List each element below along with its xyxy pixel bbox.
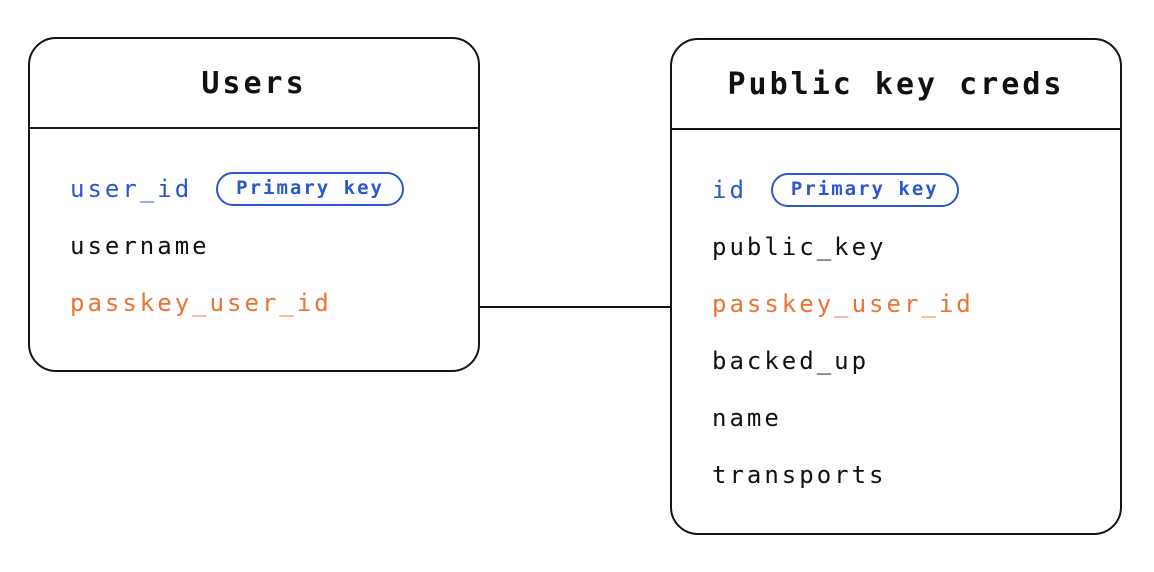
field-row-id: id Primary key <box>712 161 1100 218</box>
field-passkey-user-id: passkey_user_id <box>70 288 332 317</box>
field-row-public-key: public_key <box>712 218 1100 275</box>
field-row-passkey-user-id: passkey_user_id <box>712 275 1100 332</box>
field-public-key: public_key <box>712 232 887 261</box>
entity-users: Users user_id Primary key username passk… <box>28 37 480 372</box>
field-row-user-id: user_id Primary key <box>70 160 458 217</box>
field-row-backed-up: backed_up <box>712 332 1100 389</box>
entity-title: Users <box>201 65 307 101</box>
field-id: id <box>712 175 747 204</box>
field-user-id: user_id <box>70 174 193 203</box>
field-username: username <box>70 231 210 260</box>
entity-public-key-creds: Public key creds id Primary key public_k… <box>670 38 1122 535</box>
field-name: name <box>712 403 782 432</box>
entity-public-key-creds-header: Public key creds <box>672 40 1120 130</box>
entity-users-body: user_id Primary key username passkey_use… <box>30 129 478 331</box>
relationship-line <box>480 306 670 308</box>
field-row-transports: transports <box>712 446 1100 503</box>
field-backed-up: backed_up <box>712 346 870 375</box>
entity-public-key-creds-body: id Primary key public_key passkey_user_i… <box>672 130 1120 503</box>
field-transports: transports <box>712 460 887 489</box>
entity-users-header: Users <box>30 39 478 129</box>
field-row-name: name <box>712 389 1100 446</box>
entity-title: Public key creds <box>727 66 1065 102</box>
field-passkey-user-id: passkey_user_id <box>712 289 974 318</box>
field-row-username: username <box>70 217 458 274</box>
primary-key-badge: Primary key <box>216 171 404 206</box>
primary-key-badge: Primary key <box>770 172 959 207</box>
field-row-passkey-user-id: passkey_user_id <box>70 274 458 331</box>
